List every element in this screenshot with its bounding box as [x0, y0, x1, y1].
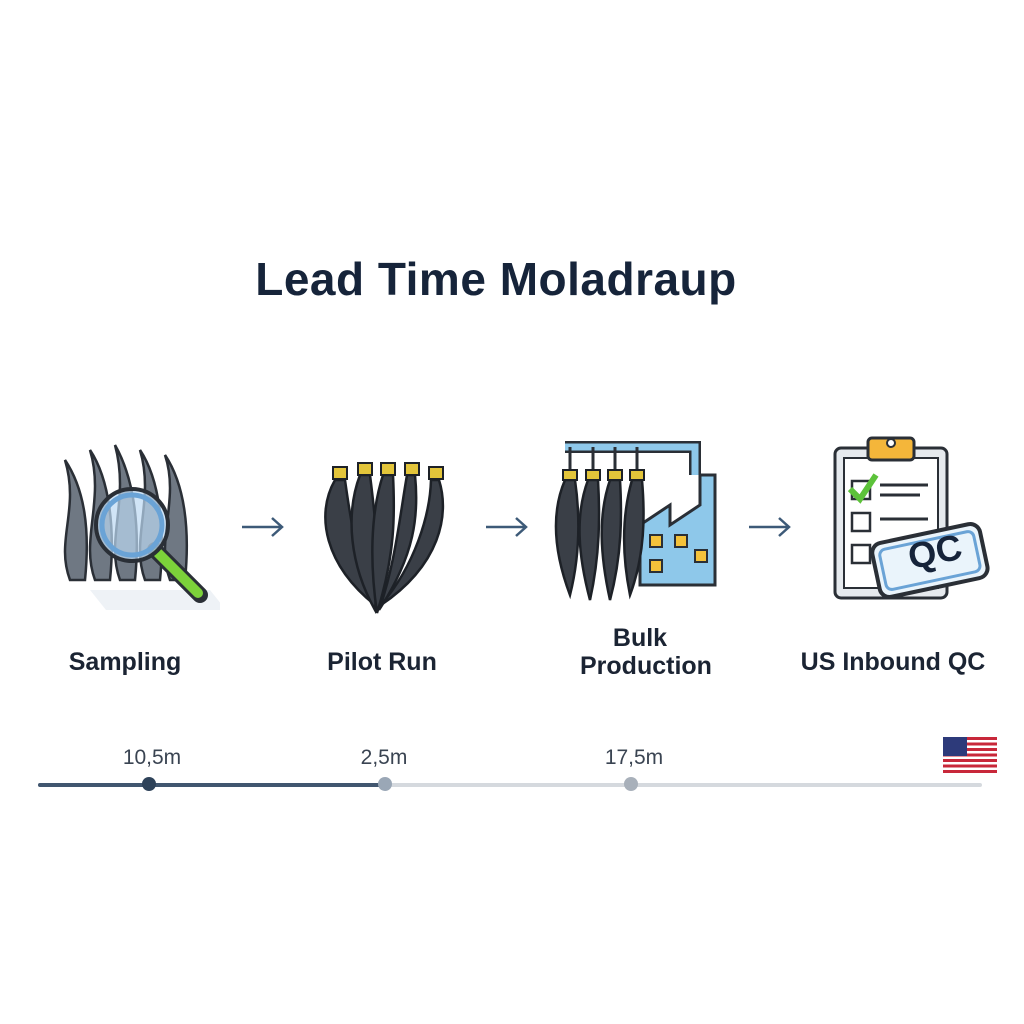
arrow-right-icon: [749, 517, 791, 537]
factory-icon: [554, 441, 717, 601]
hair-bundles-icon: [324, 462, 445, 615]
timeline-progress: [38, 783, 388, 787]
step-label-pilot-run: Pilot Run: [327, 648, 437, 676]
timeline-label: 2,5m: [360, 746, 408, 769]
timeline-marker: [378, 777, 392, 791]
us-flag-icon: [943, 737, 997, 773]
page-title: Lead Time Moladraup: [255, 253, 737, 305]
timeline-marker: [142, 777, 156, 791]
bulk-production-step: [550, 435, 735, 610]
sampling-step: [50, 440, 250, 640]
clipboard-qc-icon: [833, 436, 990, 600]
hair-magnifier-icon: [63, 444, 250, 640]
step-label-bulk-production: Bulk Production: [580, 624, 712, 680]
timeline-label: 10,5m: [122, 746, 182, 769]
timeline-label: 17,5m: [604, 746, 664, 769]
step-label-sampling: Sampling: [68, 648, 182, 676]
arrow-right-icon: [486, 517, 528, 537]
timeline-track: [38, 783, 982, 787]
step-label-us-inbound-qc: US Inbound QC: [800, 648, 986, 676]
timeline-marker: [624, 777, 638, 791]
arrow-right-icon: [242, 517, 284, 537]
us-inbound-qc-step: QC: [830, 433, 990, 608]
pilot-run-step: [315, 455, 455, 615]
